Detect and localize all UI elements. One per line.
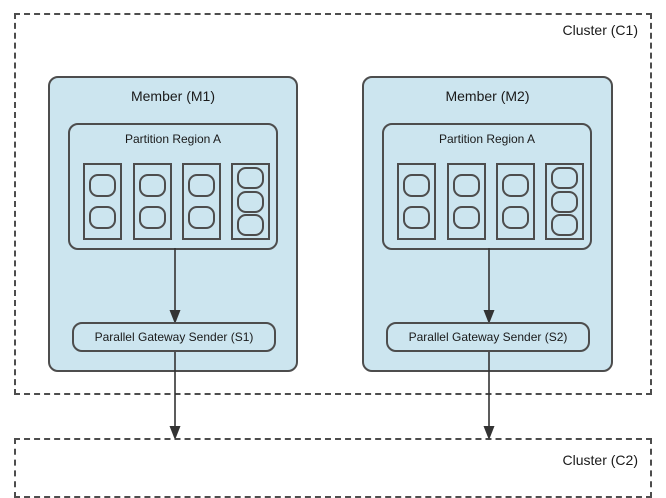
member-m2-partition-region: Partition Region A	[382, 123, 592, 250]
connector-s1-to-cluster-c2	[169, 348, 181, 440]
bucket-entry	[403, 206, 430, 229]
bucket-entry	[453, 174, 480, 197]
bucket-entry	[237, 166, 264, 189]
member-m1-bucket-3	[182, 163, 221, 240]
bucket-entry	[139, 174, 166, 197]
member-m2-title: Member (M2)	[445, 88, 530, 104]
cluster-c1-boundary	[14, 13, 652, 395]
member-m1-bucket-4	[231, 163, 270, 240]
member-m1-gateway-sender: Parallel Gateway Sender (S1)	[72, 322, 276, 352]
member-m2-partition-region-title: Partition Region A	[438, 132, 536, 146]
connector-m1-region-to-sender	[169, 248, 181, 324]
bucket-entry	[453, 206, 480, 229]
connector-s2-to-cluster-c2	[483, 348, 495, 440]
bucket-entry	[403, 174, 430, 197]
bucket-entry	[139, 206, 166, 229]
bucket-entry	[237, 214, 264, 237]
member-m1-bucket-1	[83, 163, 122, 240]
bucket-entry	[502, 206, 529, 229]
bucket-entry	[188, 174, 215, 197]
bucket-entry	[502, 174, 529, 197]
member-m1-partition-region: Partition Region A	[68, 123, 278, 250]
member-m2-bucket-4	[545, 163, 584, 240]
bucket-entry	[551, 214, 578, 237]
connector-m2-region-to-sender	[483, 248, 495, 324]
member-m1-bucket-2	[133, 163, 172, 240]
member-m2-bucket-1	[397, 163, 436, 240]
bucket-entry	[89, 206, 116, 229]
bucket-entry	[89, 174, 116, 197]
cluster-c1-label: Cluster (C1)	[562, 22, 638, 38]
member-m2-gateway-sender: Parallel Gateway Sender (S2)	[386, 322, 590, 352]
member-m2-bucket-2	[447, 163, 486, 240]
member-m2-bucket-3	[496, 163, 535, 240]
cluster-c2-label: Cluster (C2)	[562, 452, 638, 468]
member-m1-partition-region-title: Partition Region A	[124, 132, 222, 146]
bucket-entry	[551, 166, 578, 189]
bucket-entry	[237, 190, 264, 213]
bucket-entry	[551, 190, 578, 213]
cluster-c2-boundary	[14, 438, 652, 498]
member-m1-title: Member (M1)	[130, 88, 215, 104]
bucket-entry	[188, 206, 215, 229]
